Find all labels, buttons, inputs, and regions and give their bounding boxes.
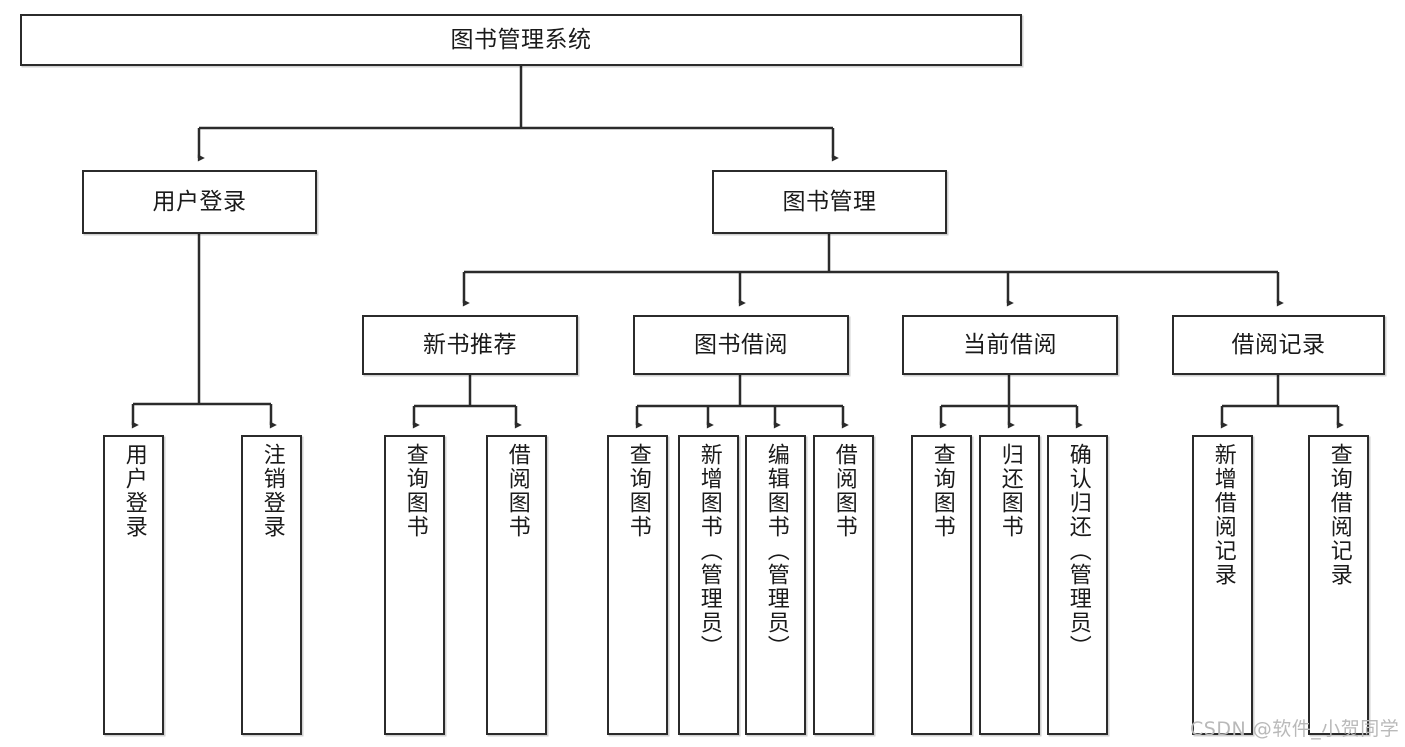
node-label: 当前借阅 — [963, 331, 1057, 358]
node-label: 编辑图书（管理员） — [763, 443, 789, 659]
node-label: 新增借阅记录 — [1210, 443, 1236, 587]
node-leaf-query-book-2[interactable]: 查询图书 — [607, 435, 668, 735]
node-leaf-query-book-3[interactable]: 查询图书 — [911, 435, 972, 735]
node-label: 图书借阅 — [694, 331, 788, 358]
node-label: 查询借阅记录 — [1326, 443, 1352, 587]
watermark-text: CSDN @软件_小贺同学 — [1190, 718, 1400, 740]
node-label: 归还图书 — [997, 443, 1023, 539]
node-label: 借阅记录 — [1231, 331, 1326, 358]
node-leaf-user-login[interactable]: 用户登录 — [103, 435, 164, 735]
node-leaf-return-book[interactable]: 归还图书 — [979, 435, 1040, 735]
node-book-borrow[interactable]: 图书借阅 — [633, 315, 849, 375]
node-leaf-confirm-return[interactable]: 确认归还（管理员） — [1047, 435, 1108, 735]
node-label: 图书管理系统 — [450, 26, 592, 53]
node-leaf-edit-book[interactable]: 编辑图书（管理员） — [745, 435, 806, 735]
node-root-system[interactable]: 图书管理系统 — [20, 14, 1022, 66]
node-label: 借阅图书 — [504, 443, 530, 539]
node-leaf-borrow-book-1[interactable]: 借阅图书 — [486, 435, 547, 735]
node-label: 图书管理 — [782, 188, 877, 215]
node-leaf-add-record[interactable]: 新增借阅记录 — [1192, 435, 1253, 735]
node-label: 借阅图书 — [831, 443, 857, 539]
node-label: 查询图书 — [625, 443, 651, 539]
node-book-management[interactable]: 图书管理 — [712, 170, 947, 234]
node-borrow-record[interactable]: 借阅记录 — [1172, 315, 1385, 375]
node-label: 新书推荐 — [423, 331, 517, 358]
node-label: 用户登录 — [121, 443, 147, 539]
node-label: 确认归还（管理员） — [1065, 443, 1091, 659]
node-user-login[interactable]: 用户登录 — [82, 170, 317, 234]
node-label: 注销登录 — [259, 443, 285, 539]
node-leaf-add-book[interactable]: 新增图书（管理员） — [678, 435, 739, 735]
node-leaf-user-logout[interactable]: 注销登录 — [241, 435, 302, 735]
node-new-book-recommend[interactable]: 新书推荐 — [362, 315, 578, 375]
node-leaf-borrow-book-2[interactable]: 借阅图书 — [813, 435, 874, 735]
node-leaf-query-record[interactable]: 查询借阅记录 — [1308, 435, 1369, 735]
node-leaf-query-book-1[interactable]: 查询图书 — [384, 435, 445, 735]
node-label: 查询图书 — [929, 443, 955, 539]
node-label: 用户登录 — [152, 188, 247, 215]
node-label: 查询图书 — [402, 443, 428, 539]
node-current-borrow[interactable]: 当前借阅 — [902, 315, 1118, 375]
node-label: 新增图书（管理员） — [696, 443, 722, 659]
